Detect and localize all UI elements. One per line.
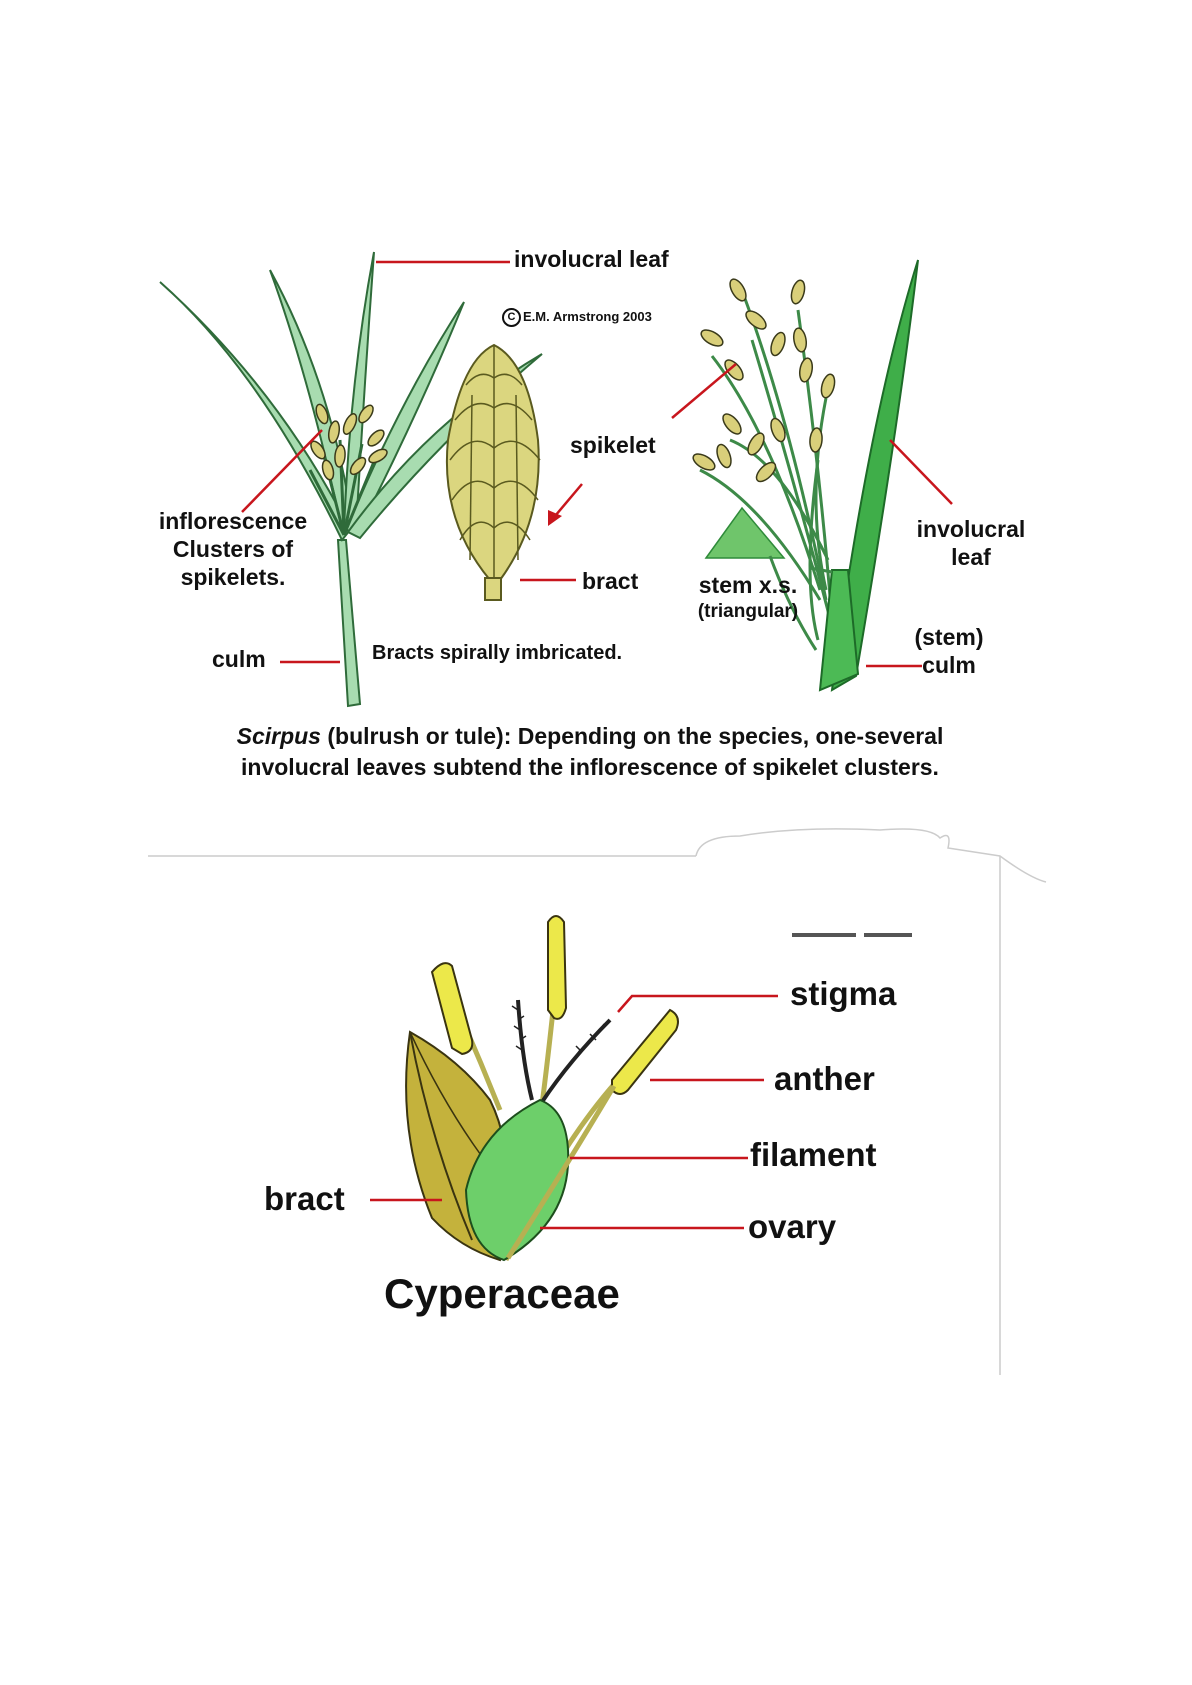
involucral-leaf (159, 281, 352, 542)
involucral-leaf (269, 269, 354, 533)
label-spikelet: spikelet (570, 432, 656, 458)
copyright-text: E.M. Armstrong 2003 (523, 308, 652, 324)
scirpus-plant-right (692, 259, 919, 692)
label-stigma: stigma (790, 975, 897, 1012)
caption-genus: Scirpus (236, 723, 321, 749)
label-stem-xs: stem x.s. (698, 572, 798, 598)
spikelet-cluster (692, 278, 836, 483)
lower-leader-lines (370, 994, 778, 1230)
label-filament: filament (750, 1136, 877, 1173)
culm-stem (336, 539, 362, 708)
label-clusters-line1: Clusters of (172, 536, 294, 562)
cyperaceae-flower (405, 915, 679, 1262)
upper-leader-lines (241, 260, 953, 668)
stigma (516, 999, 534, 1101)
inflorescence-cluster (310, 403, 388, 481)
label-bract-upper: bract (582, 568, 639, 594)
lower-panel-frame (148, 828, 1047, 1375)
label-triangular: (triangular) (697, 601, 799, 622)
copyright-icon: C (502, 308, 521, 327)
figure-caption: Scirpus (bulrush or tule): Depending on … (140, 721, 1040, 783)
label-culm-right: culm (922, 652, 976, 678)
label-involucral-leaf-top: involucral leaf (514, 246, 669, 272)
ovary-shape (464, 1098, 570, 1262)
spikelet-detail (445, 343, 541, 601)
label-ovary: ovary (748, 1208, 837, 1245)
stem-cross-section (704, 506, 786, 559)
culm-stem-right (818, 569, 860, 692)
label-anther: anther (774, 1060, 875, 1097)
label-culm-left: culm (212, 646, 266, 672)
caption-line1: (bulrush or tule): Depending on the spec… (320, 723, 944, 749)
label-involucral-right-line1: involucral (916, 516, 1026, 542)
label-stem-paren: (stem) (914, 624, 984, 650)
involucral-leaf (346, 353, 543, 540)
anther (430, 962, 474, 1056)
family-title: Cyperaceae (384, 1270, 620, 1317)
caption-line2: involucral leaves subtend the infloresce… (241, 754, 939, 780)
label-bract-lower: bract (264, 1180, 345, 1217)
label-clusters-line2: spikelets. (180, 564, 286, 590)
label-inflorescence: inflorescence (158, 508, 308, 534)
anther (611, 1008, 679, 1095)
anther (547, 915, 568, 1020)
scirpus-plant-left (159, 251, 543, 708)
label-involucral-right-line2: leaf (951, 544, 991, 570)
label-bracts-note: Bracts spirally imbricated. (372, 642, 623, 664)
